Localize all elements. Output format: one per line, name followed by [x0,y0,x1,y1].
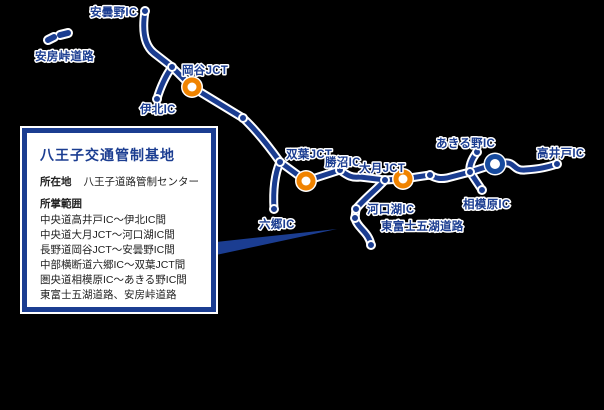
info-box-callout-pointer [216,229,337,255]
scope-item: 中部横断道六郷IC〜双葉JCT間 [40,259,186,271]
node-okaya-junction [167,62,177,72]
scope-item: 中央道高井戸IC〜伊北IC間 [40,214,166,226]
interchange-nodes [140,6,562,250]
hachioji-base-marker-icon [483,152,507,176]
node-azumino-ic [140,6,150,16]
node-kawaguchiko-upper [351,204,361,214]
node-hachioji-junction [465,167,475,177]
scope-item: 長野道岡谷JCT〜安曇野IC間 [40,244,175,256]
label-azumino-ic: 安曇野IC [90,5,138,19]
label-okaya-jct: 岡谷JCT [182,63,228,77]
node-mid-chuo [238,113,248,123]
label-higashifuji-road: 東富士五湖道路 [381,219,464,233]
scope-list: 中央道高井戸IC〜伊北IC間中央道大月JCT〜河口湖IC間長野道岡谷JCT〜安曇… [40,213,201,303]
label-otsuki-jct: 大月JCT [359,161,405,175]
label-takaido-ic: 高井戸IC [537,146,585,160]
node-east-of-otsuki [425,170,435,180]
scope-label: 所掌範囲 [40,198,82,210]
node-katsunuma-ic [335,165,345,175]
info-box: 八王子交通管制基地 所在地八王子道路管制センター 所掌範囲 中央道高井戸IC〜伊… [20,126,218,314]
info-box-title: 八王子交通管制基地 [40,147,175,163]
location-value: 八王子道路管制センター [83,176,200,188]
label-sagamihara-ic: 相模原IC [463,197,511,211]
label-katsunuma-ic: 勝沼IC [325,155,361,169]
otsuki-jct-marker-icon [392,168,414,190]
label-ihoku-ic: 伊北IC [139,102,176,116]
node-sagamihara-ic [477,185,487,195]
location-label: 所在地 [40,176,72,188]
scope-item: 中央道大月JCT〜河口湖IC間 [40,229,175,241]
road-awabo-toge-dashed [45,30,71,43]
node-ihoku-ic [152,94,162,104]
node-akiruno-ic [472,147,482,157]
label-kawaguchiko-ic: 河口湖IC [367,202,415,216]
node-higashifuji-end [366,240,376,250]
scope-item: 圏央道相模原IC〜あきる野IC間 [40,274,187,286]
label-awabo-toge: 安房峠道路 [35,49,94,63]
map-labels: 安曇野IC 安房峠道路 岡谷JCT 伊北IC 双葉JCT 勝沼IC 大月JCT … [34,4,586,235]
okaya-jct-marker-icon [181,76,203,98]
node-futaba-junction [275,157,285,167]
scope-item: 東富士五湖道路、安房峠道路 [40,289,177,301]
node-takaido-ic [552,159,562,169]
label-akiruno-ic: あきる野IC [436,137,495,150]
jct-markers [181,76,414,192]
node-rokugo-ic [269,204,279,214]
node-kawaguchiko-lower [350,213,360,223]
node-otsuki-junction [380,175,390,185]
label-futaba-jct: 双葉JCT [285,147,332,161]
label-rokugo-ic: 六郷IC [259,217,295,231]
location-row: 所在地八王子道路管制センター [40,174,201,189]
futaba-jct-marker-icon [295,170,317,192]
